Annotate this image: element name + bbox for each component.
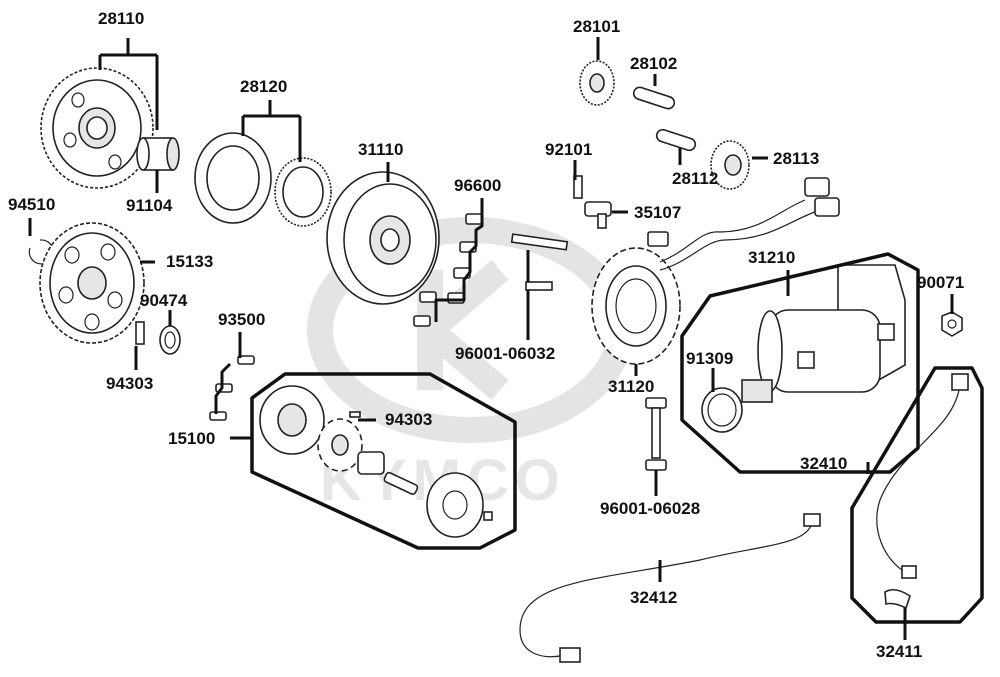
reduction-gear-part [710, 140, 750, 190]
stator-part [591, 177, 840, 365]
label-94510: 94510 [8, 195, 56, 214]
label-90474: 90474 [140, 291, 188, 310]
dowel-pin-part [135, 321, 145, 345]
washer-part [159, 325, 181, 355]
label-35107: 35107 [634, 203, 682, 222]
label-91309: 91309 [686, 349, 734, 368]
bolt-set-part [413, 213, 483, 327]
battery-cable-part [519, 513, 821, 663]
label-28101: 28101 [573, 17, 621, 36]
label-15133: 15133 [166, 252, 214, 271]
label-91104: 91104 [126, 196, 173, 215]
gear-shaft-part [655, 128, 697, 152]
label-31210: 31210 [748, 248, 796, 267]
idle-shaft-part [632, 86, 676, 110]
label-94303-left: 94303 [106, 374, 154, 393]
group-31210-outline [680, 252, 920, 474]
pulse-sensor-part [573, 175, 612, 229]
label-32411: 32411 [876, 642, 923, 661]
needle-bearing-part [136, 137, 180, 171]
label-96600: 96600 [454, 176, 502, 195]
label-32412: 32412 [630, 588, 678, 607]
label-28110: 28110 [98, 9, 145, 28]
idle-gear-part [579, 60, 615, 106]
label-15100: 15100 [168, 429, 216, 448]
label-92101: 92101 [545, 140, 593, 159]
label-28112: 28112 [672, 169, 719, 188]
sprocket-part [39, 222, 145, 344]
nut-part [941, 311, 963, 337]
label-28102: 28102 [630, 54, 678, 73]
o-ring-part [701, 387, 743, 433]
label-28113: 28113 [773, 149, 820, 168]
starter-driven-gear-part [40, 67, 154, 189]
label-31110: 31110 [358, 140, 404, 159]
flywheel-part [326, 171, 440, 305]
label-32410: 32410 [800, 454, 848, 473]
starter-bolt-part [645, 397, 667, 471]
starter-motor-part [741, 264, 906, 403]
group-32410-outline [850, 366, 984, 624]
label-31120: 31120 [608, 377, 655, 396]
group-15100-outline [250, 372, 517, 550]
label-93500: 93500 [218, 310, 266, 329]
stator-bolt-part [510, 233, 569, 291]
label-96001-06028: 96001-06028 [600, 499, 701, 518]
label-90071: 90071 [917, 273, 965, 292]
one-way-clutch-part [194, 132, 332, 227]
label-94303-right: 94303 [385, 410, 433, 429]
starter-cable-part [876, 373, 969, 610]
label-96001-06032: 96001-06032 [455, 344, 556, 363]
screw-set-part [209, 355, 255, 421]
oil-pump-part [259, 385, 493, 538]
label-28120: 28120 [240, 77, 288, 96]
leader-lines [28, 37, 984, 640]
